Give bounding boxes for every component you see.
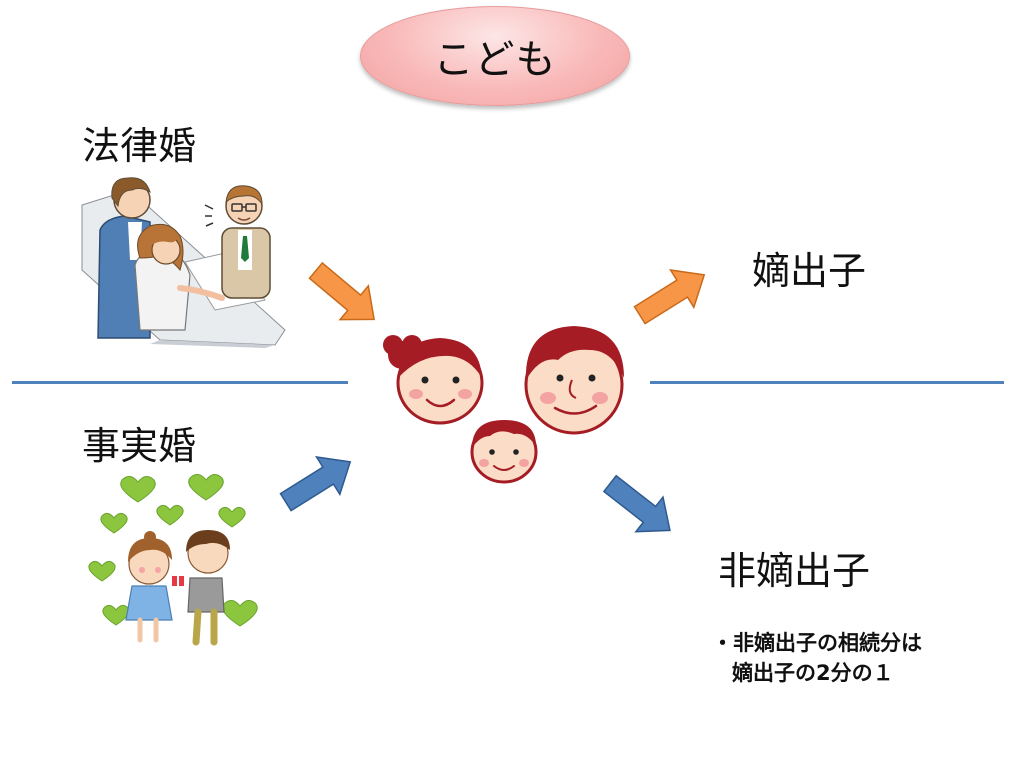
arrow-family-to-legitimate bbox=[633, 269, 706, 325]
label-common-law-marriage: 事実婚 bbox=[82, 424, 197, 468]
inheritance-note: ・非嫡出子の相続分は 嫡出子の2分の１ bbox=[712, 628, 922, 688]
label-illegitimate-child: 非嫡出子 bbox=[718, 549, 871, 593]
slide-title: こども bbox=[433, 37, 557, 83]
arrow-family-to-illegitimate bbox=[602, 474, 671, 533]
note-line-2: 嫡出子の2分の１ bbox=[732, 661, 894, 685]
divider-right bbox=[650, 381, 1004, 384]
common-law-marriage-illustration bbox=[88, 474, 258, 646]
child-face bbox=[470, 420, 538, 484]
family-illustration bbox=[383, 326, 624, 484]
label-legitimate-child: 嫡出子 bbox=[752, 249, 867, 293]
arrow-legal-to-family bbox=[308, 261, 375, 321]
label-legal-marriage: 法律婚 bbox=[82, 124, 197, 168]
title-ellipse: こども bbox=[360, 6, 630, 106]
mother-face bbox=[383, 335, 484, 425]
divider-left bbox=[12, 381, 348, 384]
arrow-common-law-to-family bbox=[279, 456, 352, 512]
legal-marriage-illustration bbox=[81, 177, 286, 348]
father-face bbox=[524, 326, 624, 435]
note-line-1: ・非嫡出子の相続分は bbox=[712, 631, 922, 655]
